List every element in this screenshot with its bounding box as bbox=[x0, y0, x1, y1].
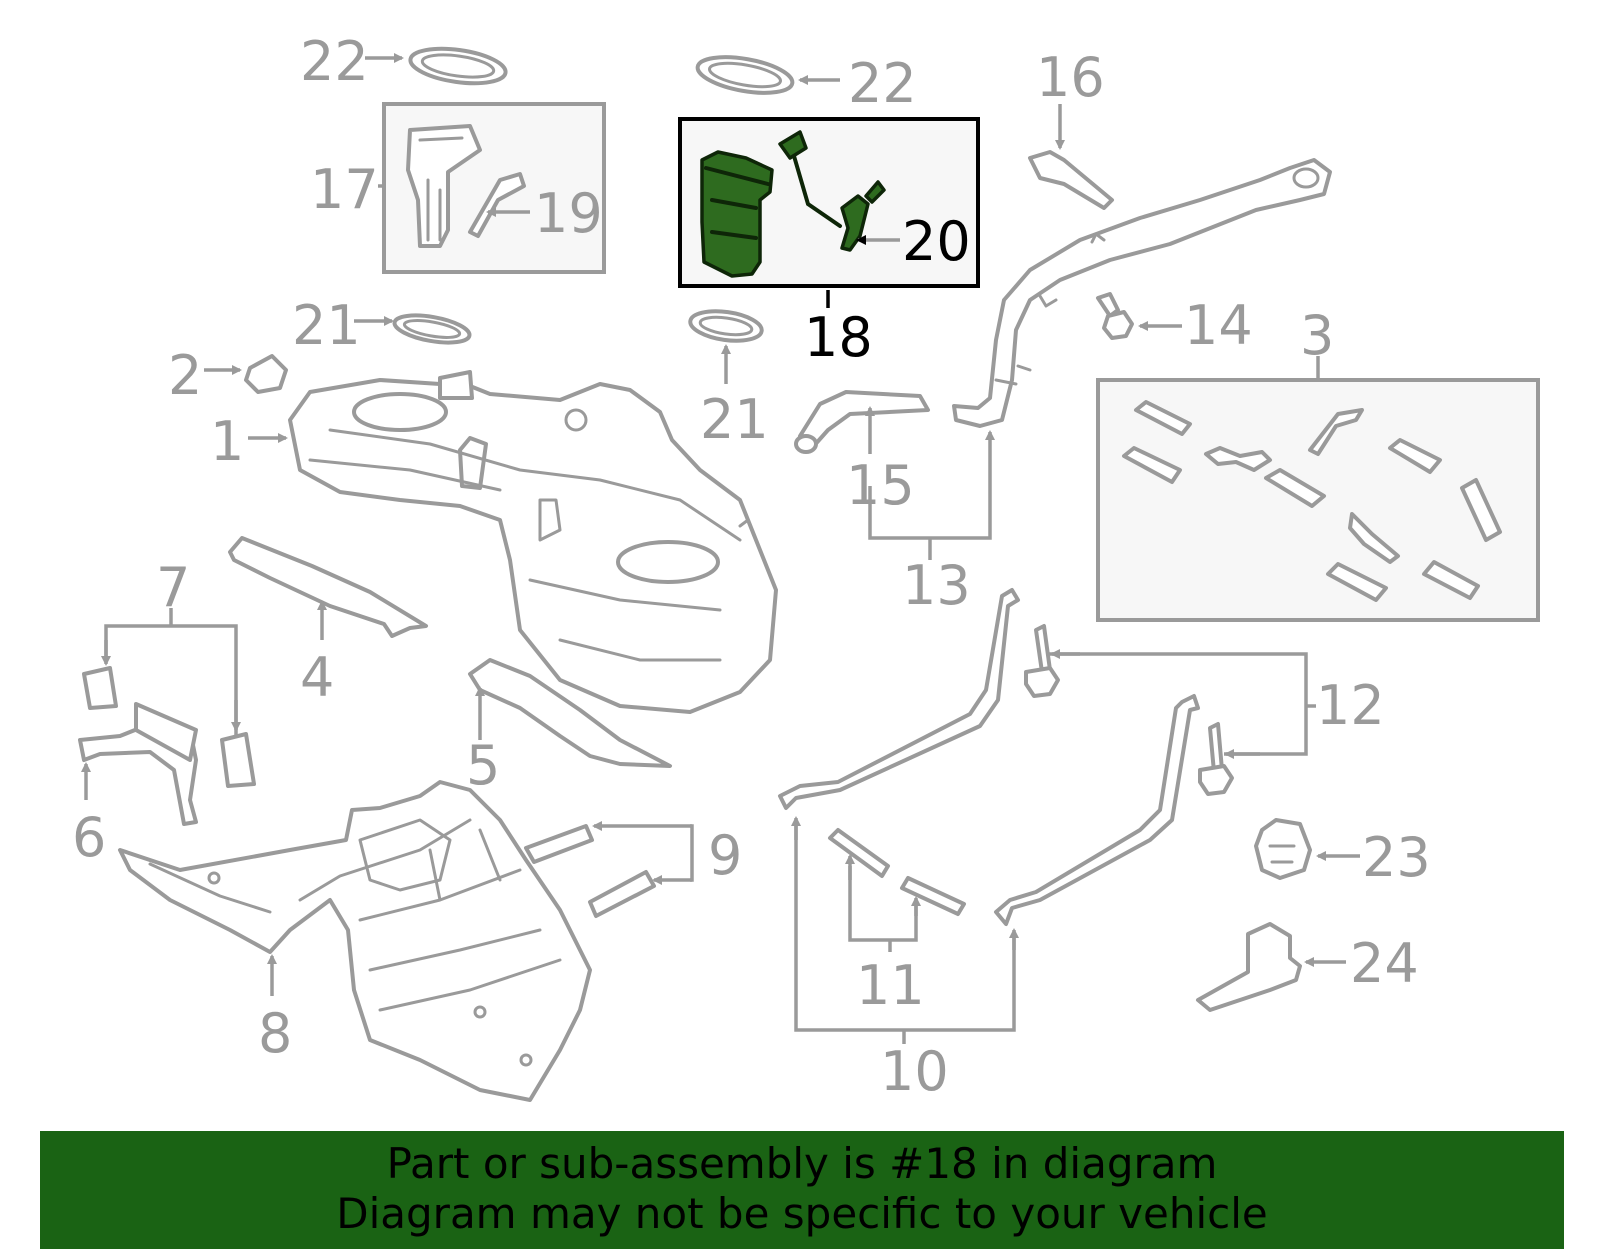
pad-7-right bbox=[220, 732, 256, 788]
callout-11: 11 bbox=[856, 954, 925, 1017]
pad-7-left bbox=[82, 666, 118, 710]
callout-19: 19 bbox=[534, 182, 603, 245]
bracket-24 bbox=[1196, 922, 1302, 1012]
callout-4: 4 bbox=[300, 646, 334, 709]
insulator-11-left bbox=[828, 828, 890, 878]
callout-14: 14 bbox=[1184, 294, 1253, 357]
insulator-11-right bbox=[900, 876, 966, 916]
pad-9-bottom bbox=[588, 870, 656, 918]
lock-ring-22-left bbox=[408, 46, 508, 86]
callout-15: 15 bbox=[846, 454, 915, 517]
callout-7: 7 bbox=[156, 556, 190, 619]
filler-bracket-16 bbox=[1028, 150, 1114, 210]
banner-line-2: Diagram may not be specific to your vehi… bbox=[336, 1189, 1268, 1238]
callout-22-right: 22 bbox=[848, 52, 917, 115]
heat-shield-bracket-6 bbox=[78, 702, 198, 826]
callout-9: 9 bbox=[708, 824, 742, 887]
fuel-pump-module-18[interactable] bbox=[700, 150, 774, 278]
callout-5: 5 bbox=[466, 734, 500, 797]
filler-pipe-13 bbox=[952, 158, 1332, 428]
callout-12: 12 bbox=[1316, 674, 1385, 737]
callout-8: 8 bbox=[258, 1002, 292, 1065]
bolt-14 bbox=[1096, 292, 1134, 340]
callout-23: 23 bbox=[1362, 826, 1431, 889]
sender-bracket-19 bbox=[468, 172, 526, 238]
heat-shield-8 bbox=[118, 780, 592, 1102]
callout-1: 1 bbox=[210, 410, 244, 473]
notice-banner: Part or sub-assembly is #18 in diagram D… bbox=[40, 1131, 1564, 1249]
insulator-pads-3 bbox=[1122, 400, 1502, 602]
callout-3: 3 bbox=[1300, 304, 1334, 367]
fuel-tank-1 bbox=[288, 370, 778, 714]
lock-ring-22-right bbox=[695, 55, 795, 95]
nut-2 bbox=[244, 354, 288, 394]
vent-hose-15 bbox=[794, 390, 930, 454]
callout-20: 20 bbox=[902, 210, 971, 273]
callout-2: 2 bbox=[168, 344, 202, 407]
callout-13: 13 bbox=[902, 554, 971, 617]
callout-21-left: 21 bbox=[292, 294, 361, 357]
seal-21-right bbox=[688, 309, 764, 343]
tank-straps-10 bbox=[778, 588, 1200, 926]
pad-9-top bbox=[524, 824, 594, 864]
callout-10: 10 bbox=[880, 1040, 949, 1103]
connector-23 bbox=[1254, 818, 1312, 880]
bolt-12-top bbox=[1024, 624, 1060, 698]
tank-strap-4 bbox=[228, 536, 428, 638]
seal-21-left bbox=[392, 313, 472, 345]
callout-18: 18 bbox=[804, 306, 873, 369]
callout-21-right: 21 bbox=[700, 388, 769, 451]
callout-22-left: 22 bbox=[300, 30, 369, 93]
banner-line-1: Part or sub-assembly is #18 in diagram bbox=[386, 1139, 1218, 1188]
fuel-sender-float-arm-20[interactable] bbox=[778, 130, 886, 252]
callout-17: 17 bbox=[310, 158, 379, 221]
bolt-12-bottom bbox=[1198, 722, 1234, 796]
tank-strap-5 bbox=[468, 658, 672, 768]
callout-6: 6 bbox=[72, 806, 106, 869]
fuel-level-sender-17 bbox=[406, 124, 482, 248]
callout-24: 24 bbox=[1350, 932, 1419, 995]
callout-16: 16 bbox=[1036, 46, 1105, 109]
